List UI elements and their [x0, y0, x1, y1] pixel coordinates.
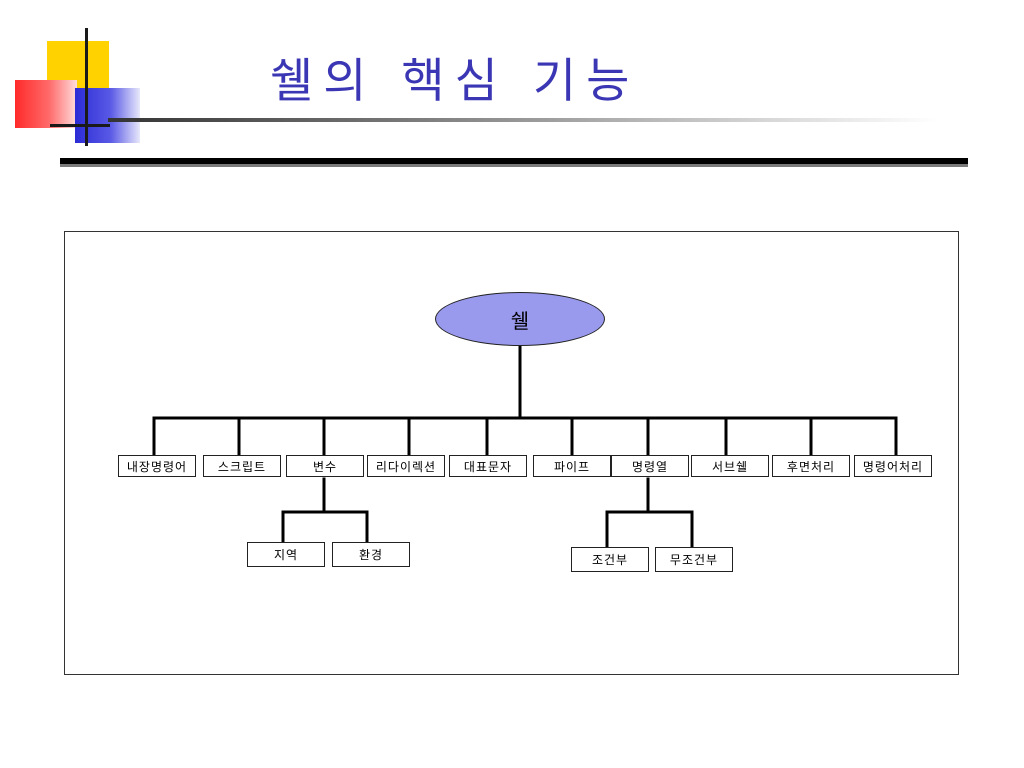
decor-short-rule — [50, 124, 110, 127]
node-command-processing: 명령어처리 — [854, 455, 932, 477]
title-underline — [60, 158, 968, 164]
diagram-frame — [64, 231, 959, 675]
node-environment: 환경 — [332, 542, 410, 567]
node-pipe: 파이프 — [533, 455, 611, 477]
node-redirection: 리다이렉션 — [367, 455, 445, 477]
node-command-list: 명령열 — [611, 455, 689, 477]
node-script: 스크립트 — [203, 455, 281, 477]
node-conditional: 조건부 — [571, 547, 649, 572]
node-wildcard: 대표문자 — [449, 455, 527, 477]
node-local: 지역 — [247, 542, 325, 567]
node-variable: 변수 — [286, 455, 364, 477]
node-root-shell: 쉘 — [435, 292, 605, 346]
decor-gradient-rule — [108, 118, 938, 122]
node-builtin-commands: 내장명령어 — [118, 455, 196, 477]
decor-vertical-line — [85, 28, 88, 146]
node-subshell: 서브쉘 — [691, 455, 769, 477]
decor-red-square — [15, 80, 77, 128]
page-title: 쉘의 핵심 기능 — [270, 54, 640, 109]
node-unconditional: 무조건부 — [655, 547, 733, 572]
node-background: 후면처리 — [772, 455, 850, 477]
